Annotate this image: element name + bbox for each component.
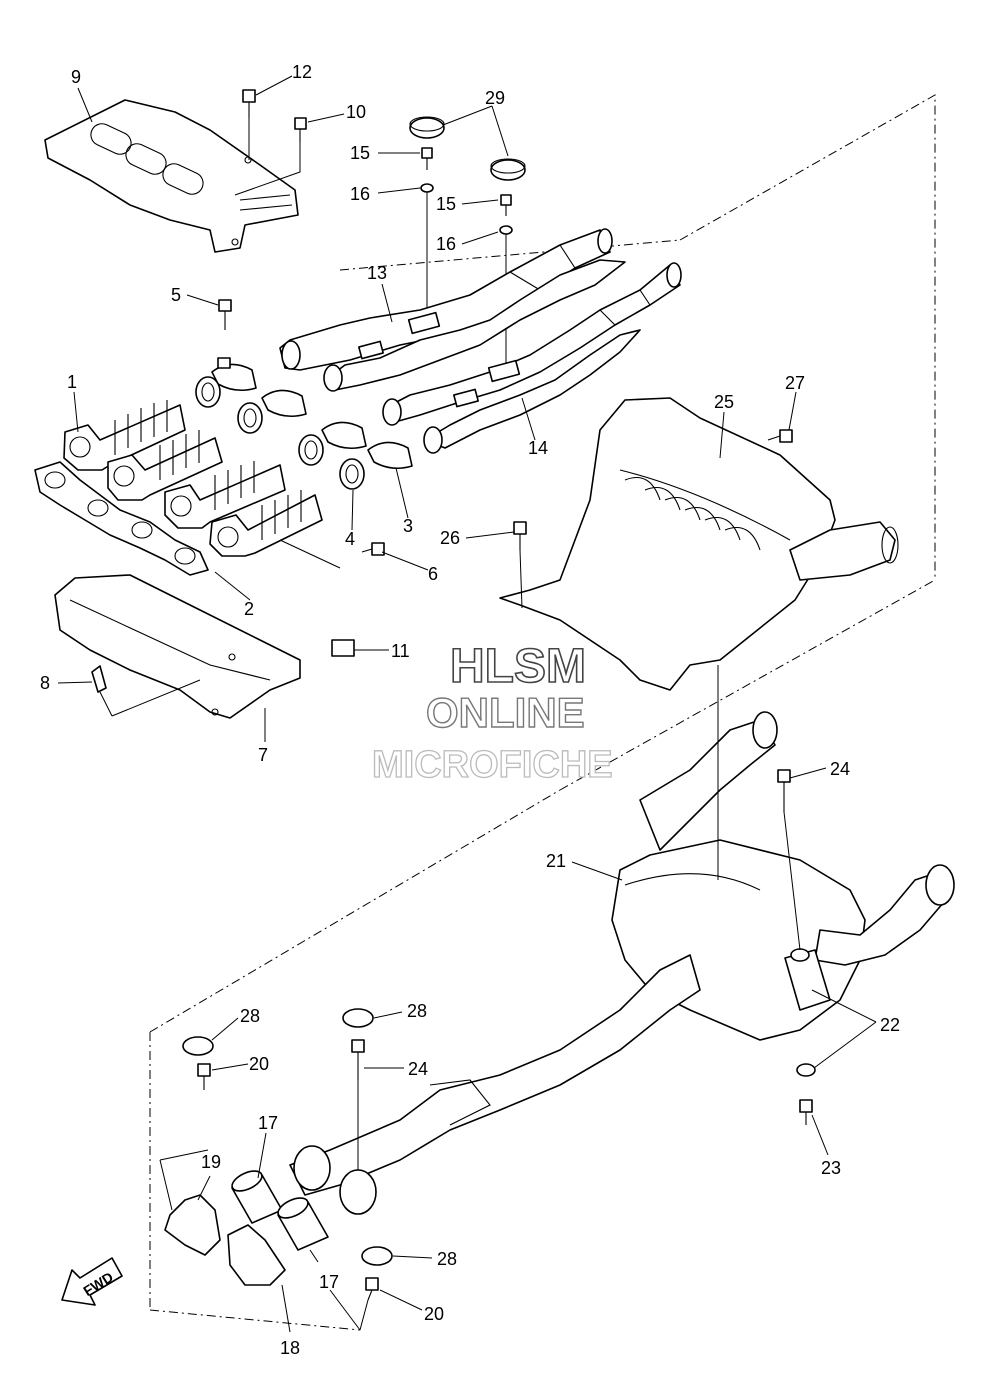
callout-9[interactable]: 9 [71,67,81,87]
callout-16b[interactable]: 16 [436,234,456,254]
bolt-24a[interactable] [351,1039,365,1170]
callout-11[interactable]: 11 [391,641,410,661]
bracket-18[interactable] [227,1224,286,1286]
callout-19[interactable]: 19 [201,1152,221,1172]
callout-22[interactable]: 22 [880,1015,900,1035]
watermark-line1: HLSM [450,640,586,693]
callout-28c[interactable]: 28 [437,1249,457,1269]
callout-15b[interactable]: 15 [436,194,456,214]
callout-17a[interactable]: 17 [258,1113,278,1133]
callout-12[interactable]: 12 [292,62,312,82]
gasket-4c[interactable] [298,434,324,466]
callout-7[interactable]: 7 [258,745,268,765]
callout-21[interactable]: 21 [546,851,566,871]
rubber-cap-28a[interactable] [182,1036,214,1056]
clip-11[interactable] [331,639,355,657]
mid-pipe[interactable] [289,954,701,1196]
callout-8[interactable]: 8 [40,673,50,693]
bolt-10[interactable] [234,117,307,196]
bolt-26[interactable] [513,521,527,609]
watermark: HLSM ONLINE MICROFICHE [371,639,613,786]
callout-5[interactable]: 5 [171,285,181,305]
rubber-cap-28b[interactable] [342,1008,374,1028]
bolt-15b[interactable] [500,194,512,216]
exhaust-manifold-1a[interactable] [63,400,186,471]
bolt-23[interactable] [799,1099,813,1125]
callout-16a[interactable]: 16 [350,184,370,204]
rubber-cap-28c[interactable] [361,1246,393,1266]
clamp-3d[interactable] [367,441,413,470]
bracket-19[interactable] [164,1194,221,1256]
watermark-line3: MICROFICHE [372,744,613,786]
gasket-4b[interactable] [237,402,263,434]
gasket-4a[interactable] [195,376,221,408]
callout-6[interactable]: 6 [428,564,438,584]
callout-28a[interactable]: 28 [240,1006,260,1026]
callout-2[interactable]: 2 [244,599,254,619]
leader-lines [57,75,877,1333]
bolt-20b[interactable] [365,1277,379,1301]
bolt-5[interactable] [218,299,232,330]
clamp-3c[interactable] [321,421,367,450]
bolt-27[interactable] [767,429,793,443]
callout-4[interactable]: 4 [345,529,355,549]
callout-1[interactable]: 1 [67,372,77,392]
callout-labels: 9 12 10 29 15 16 15 16 13 5 1 14 3 4 2 6… [40,62,900,1358]
callout-26[interactable]: 26 [440,528,460,548]
rubber-cap-29b[interactable] [490,158,526,181]
fwd-arrow-icon: FWD [61,1257,123,1306]
gasket-4d[interactable] [339,458,365,490]
callout-24a[interactable]: 24 [408,1059,428,1079]
bolt-6[interactable] [361,542,385,556]
callout-28b[interactable]: 28 [407,1001,427,1021]
callout-29[interactable]: 29 [485,88,505,108]
exhaust-pipe-14b[interactable] [423,329,641,454]
bolt-12[interactable] [242,89,256,160]
clamp-3a[interactable] [211,357,257,392]
exhaust-pipe-13b[interactable] [323,259,626,392]
callout-13[interactable]: 13 [367,263,387,283]
exhaust-manifold-1b[interactable] [107,430,223,501]
pipe-end-a[interactable] [293,1145,377,1215]
heat-shield-upper[interactable] [44,99,299,253]
bolt-24b[interactable] [777,769,801,951]
callout-23[interactable]: 23 [821,1158,841,1178]
heat-shield-lower-7[interactable] [54,574,301,719]
exhaust-manifold-1c[interactable] [164,461,286,529]
heat-shield-muffler-25[interactable] [499,397,899,691]
callout-20a[interactable]: 20 [249,1054,269,1074]
pipe-sleeve-17b[interactable] [275,1194,329,1251]
pipe-sleeve-17a[interactable] [229,1167,283,1224]
callout-3[interactable]: 3 [403,516,413,536]
callout-18[interactable]: 18 [280,1338,300,1358]
washer-16a[interactable] [420,183,434,318]
bolt-15a[interactable] [421,147,433,170]
manifold-gasket-2[interactable] [34,461,209,576]
callout-20b[interactable]: 20 [424,1304,444,1324]
exhaust-pipe-13[interactable] [279,228,613,371]
callout-24b[interactable]: 24 [830,759,850,779]
bolt-20a[interactable] [197,1063,211,1090]
callout-27[interactable]: 27 [785,373,805,393]
rubber-cap-29a[interactable] [409,116,445,139]
callout-10[interactable]: 10 [346,102,366,122]
callout-15a[interactable]: 15 [350,143,370,163]
clamp-3b[interactable] [261,389,307,418]
callout-25[interactable]: 25 [714,392,734,412]
exhaust-manifold-1d[interactable] [209,490,323,557]
assembly-frame [149,94,936,1331]
callout-14[interactable]: 14 [528,438,548,458]
bolt-8[interactable] [91,665,107,693]
callout-17b[interactable]: 17 [319,1272,339,1292]
watermark-line2: ONLINE [426,689,585,736]
nut-22[interactable] [796,1063,816,1077]
